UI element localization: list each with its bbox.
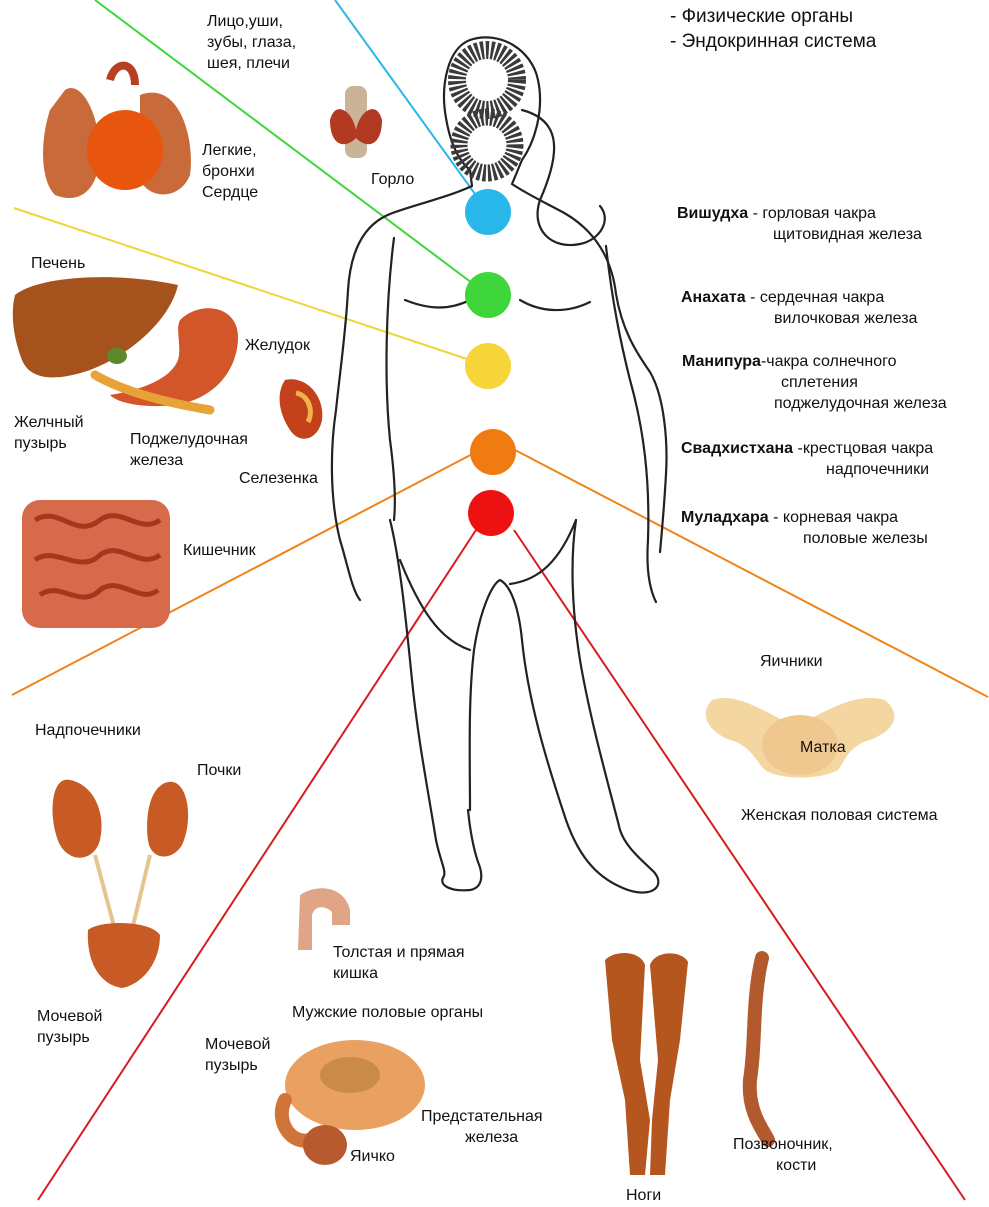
- legs-illustration: [605, 953, 688, 1175]
- chakra-name: Анахата: [681, 289, 746, 306]
- prostate-label: Предстательная железа: [421, 1106, 543, 1148]
- gallbladder-label: Желчный пузырь: [14, 412, 84, 454]
- spine-illustration: [750, 958, 768, 1140]
- liver-label: Печень: [31, 253, 85, 274]
- thyroid-illustration: [330, 86, 382, 158]
- stomach-label: Желудок: [245, 335, 310, 356]
- intestine-label: Кишечник: [183, 540, 256, 561]
- lungs-heart-label: Легкие, бронхи Сердце: [202, 140, 258, 203]
- chakra-anahata-label: Анахата - сердечная чакра вилочковая жел…: [681, 287, 917, 329]
- muladhara-dot: [468, 490, 514, 536]
- uterus-label: Матка: [800, 737, 846, 758]
- legs-label: Ноги: [626, 1185, 661, 1206]
- legend-endocrine-system: - Эндокринная система: [670, 29, 876, 54]
- bladder-label: Мочевой пузырь: [37, 1006, 102, 1048]
- spine-label: Позвоночник, кости: [733, 1134, 833, 1176]
- chakra-vishuddha-label: Вишудха - горловая чакра щитовидная желе…: [677, 203, 922, 245]
- chakra-name: Свадхистхана: [681, 440, 793, 457]
- lungs-heart-illustration: [43, 66, 191, 198]
- chakra-name: Вишудха: [677, 205, 748, 222]
- male-organs-label: Мужские половые органы: [292, 1002, 483, 1023]
- ovaries-label: Яичники: [760, 651, 823, 672]
- chakra-name: Манипура: [682, 353, 761, 370]
- intestine-illustration: [22, 500, 170, 628]
- colon-label: Толстая и прямая кишка: [333, 942, 465, 984]
- face-label: Лицо,уши, зубы, глаза, шея, плечи: [207, 11, 296, 74]
- liver-illustration: [13, 277, 178, 377]
- adrenals-label: Надпочечники: [35, 720, 141, 741]
- anahata-dot: [465, 272, 511, 318]
- throat-label: Горло: [371, 169, 414, 190]
- kidneys-bladder-illustration: [53, 780, 189, 988]
- svadhisthana-dot: [470, 429, 516, 475]
- chakra-svadhisthana-label: Свадхистхана -крестцовая чакра надпочечн…: [681, 438, 933, 480]
- crown-chakra-ring: [457, 50, 517, 110]
- colon-illustration: [298, 888, 350, 950]
- spleen-illustration: [280, 379, 323, 438]
- manipura-dot: [465, 343, 511, 389]
- vishuddha-dot: [465, 189, 511, 235]
- root-line-right: [514, 530, 965, 1200]
- legend-physical-organs: - Физические органы: [670, 4, 853, 29]
- third-eye-chakra-ring: [459, 117, 515, 173]
- pancreas-label: Поджелудочная железа: [130, 429, 248, 471]
- chakra-manipura-label: Манипура-чакра солнечного сплетения подж…: [682, 351, 947, 414]
- spleen-label: Селезенка: [239, 468, 318, 489]
- female-system-label: Женская половая система: [741, 805, 938, 826]
- kidneys-label: Почки: [197, 760, 241, 781]
- sacral-line-right: [515, 450, 988, 697]
- chakra-name: Муладхара: [681, 509, 769, 526]
- testicle-label: Яичко: [350, 1146, 395, 1167]
- male-bladder-label: Мочевой пузырь: [205, 1034, 270, 1076]
- chakra-muladhara-label: Муладхара - корневая чакра половые желез…: [681, 507, 928, 549]
